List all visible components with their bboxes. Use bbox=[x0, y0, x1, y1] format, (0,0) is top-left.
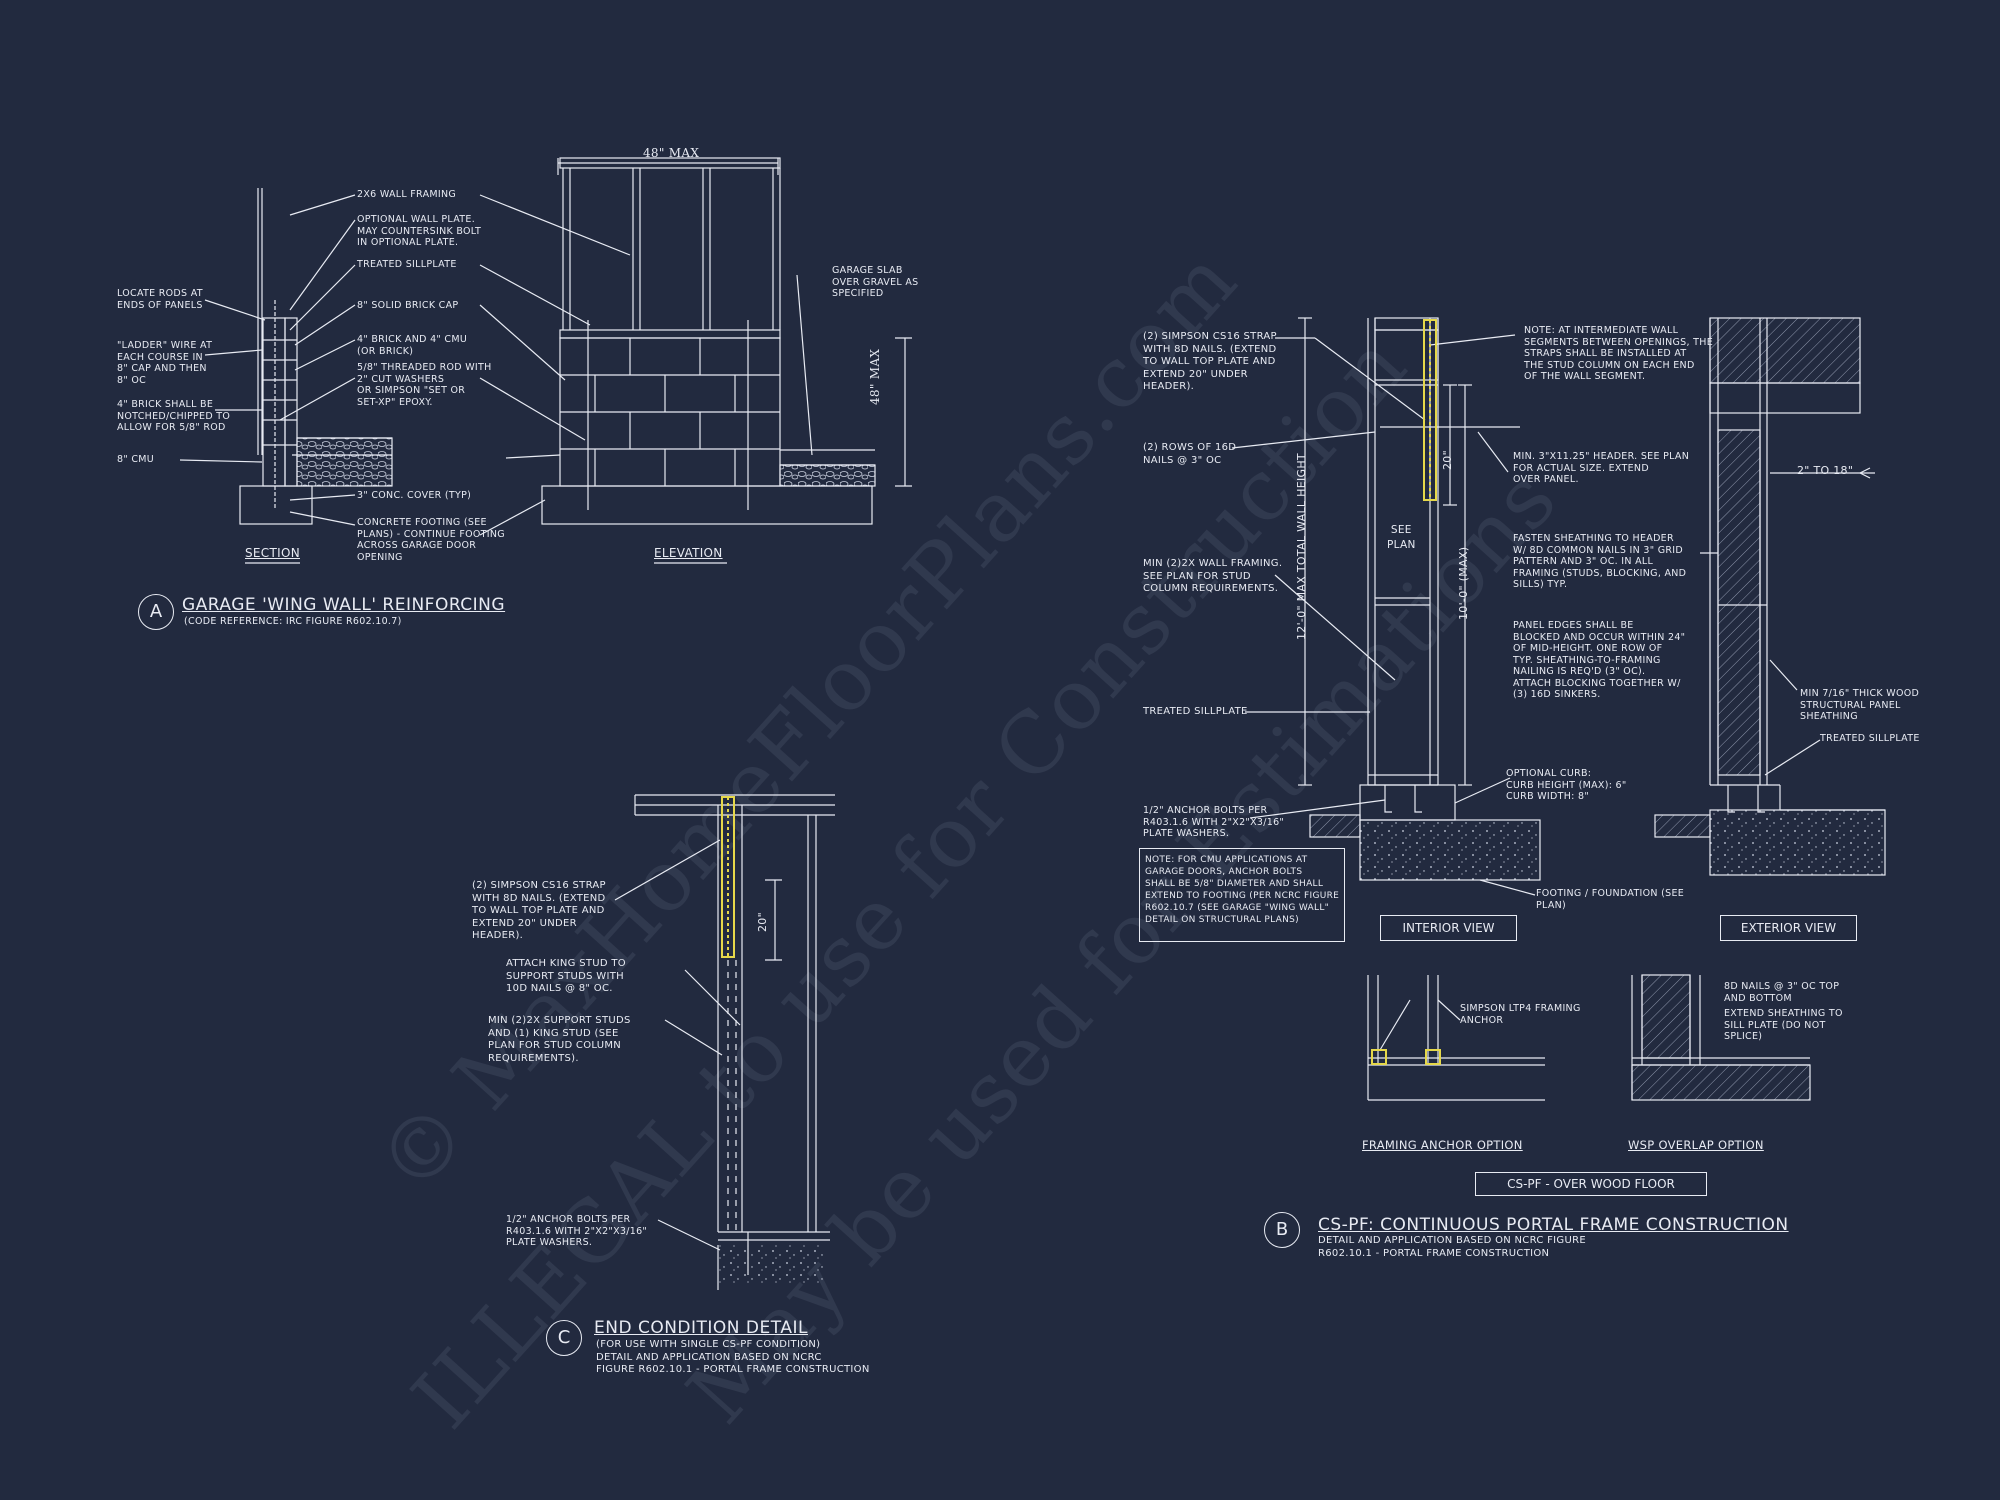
detail-c-subtitle: (FOR USE WITH SINGLE CS-PF CONDITION) DE… bbox=[596, 1339, 870, 1375]
dimension-b-20: 20" bbox=[1441, 450, 1454, 470]
callout-wall-framing: 2x6 WALL FRAMING bbox=[357, 189, 457, 200]
callout-concrete-footing: CONCRETE FOOTING (SEE PLANS) - CONTINUE … bbox=[357, 517, 505, 563]
callout-treated-sillplate-a: TREATED SILLPLATE bbox=[357, 259, 457, 270]
callout-b-fasten-sheathing: FASTEN SHEATHING TO HEADER W/ 8d COMMON … bbox=[1513, 533, 1687, 590]
callout-locate-rods: LOCATE RODS AT ENDS OF PANELS bbox=[117, 288, 203, 311]
detail-a-subtitle: (CODE REFERENCE: IRC FIGURE R602.10.7) bbox=[184, 616, 402, 627]
dimension-b-total-height: 12'-0" MAX TOTAL WALL HEIGHT bbox=[1295, 453, 1308, 640]
dimension-b-10-max: 10'-0" (MAX) bbox=[1457, 546, 1470, 620]
callout-b-cmu-note: NOTE: FOR CMU APPLICATIONS AT GARAGE DOO… bbox=[1145, 855, 1340, 925]
wsp-overlap-option-label: WSP OVERLAP OPTION bbox=[1628, 1138, 1764, 1152]
callout-b-treated-sillplate-ext: TREATED SILLPLATE bbox=[1820, 733, 1920, 744]
callout-b-min-framing: MIN (2)2X WALL FRAMING. SEE PLAN FOR STU… bbox=[1143, 558, 1283, 594]
callout-b-header: MIN. 3"x11.25" HEADER. SEE PLAN FOR ACTU… bbox=[1513, 451, 1690, 485]
callout-b-8d-nails: 8d NAILS @ 3" OC TOP AND BOTTOM bbox=[1724, 981, 1840, 1004]
detail-b-title: CS-PF: CONTINUOUS PORTAL FRAME CONSTRUCT… bbox=[1318, 1215, 1789, 1235]
over-wood-floor-label: CS-PF - OVER WOOD FLOOR bbox=[1475, 1172, 1707, 1196]
callout-threaded-rod: 5/8" THREADED ROD WITH 2" CUT WASHERS OR… bbox=[357, 362, 492, 408]
callout-brick-cap: 8" SOLID BRICK CAP bbox=[357, 300, 459, 311]
callout-brick-notched: 4" BRICK SHALL BE NOTCHED/CHIPPED TO ALL… bbox=[117, 399, 231, 433]
callout-b-extend-sheathing: EXTEND SHEATHING TO SILL PLATE (DO NOT S… bbox=[1724, 1008, 1843, 1042]
callout-b-rows-nails: (2) ROWS OF 16d NAILS @ 3" OC bbox=[1143, 442, 1237, 466]
callout-b-optional-curb: OPTIONAL CURB: CURB HEIGHT (MAX): 6" CUR… bbox=[1506, 768, 1627, 802]
callout-brick-cmu: 4" BRICK AND 4" CMU (OR BRICK) bbox=[357, 334, 468, 357]
elevation-label: ELEVATION bbox=[654, 546, 723, 560]
dimension-c-20: 20" bbox=[756, 912, 769, 932]
exterior-view-label: EXTERIOR VIEW bbox=[1720, 915, 1857, 941]
callout-optional-wall-plate: OPTIONAL WALL PLATE. MAY COUNTERSINK BOL… bbox=[357, 214, 482, 248]
detail-c-marker: C bbox=[546, 1320, 582, 1356]
detail-b-marker: B bbox=[1264, 1212, 1300, 1248]
callout-b-intermediate-note: NOTE: AT INTERMEDIATE WALL SEGMENTS BETW… bbox=[1524, 325, 1714, 382]
dimension-b-2-to-18: 2" TO 18" bbox=[1797, 464, 1854, 477]
callout-b-footing: FOOTING / FOUNDATION (SEE PLAN) bbox=[1536, 888, 1685, 911]
callout-b-ltp4-anchor: SIMPSON LTP4 FRAMING ANCHOR bbox=[1460, 1003, 1581, 1026]
callout-cmu: 8" CMU bbox=[117, 454, 155, 465]
detail-c-title: END CONDITION DETAIL bbox=[594, 1318, 808, 1338]
callout-c-strap: (2) SIMPSON CS16 STRAP WITH 8d NAILS. (E… bbox=[472, 880, 606, 941]
detail-a-marker: A bbox=[138, 594, 174, 630]
framing-anchor-option-label: FRAMING ANCHOR OPTION bbox=[1362, 1138, 1523, 1152]
interior-view-label: INTERIOR VIEW bbox=[1380, 915, 1517, 941]
callout-garage-slab: GARAGE SLAB OVER GRAVEL AS SPECIFIED bbox=[832, 265, 919, 299]
dimension-48-max-side: 48" MAX bbox=[868, 348, 882, 405]
callout-b-anchor-bolts: 1/2" ANCHOR BOLTS PER R403.1.6 WITH 2"x2… bbox=[1143, 805, 1285, 839]
detail-b-subtitle: DETAIL AND APPLICATION BASED ON NCRC FIG… bbox=[1318, 1235, 1586, 1259]
callout-c-king-stud: ATTACH KING STUD TO SUPPORT STUDS WITH 1… bbox=[506, 958, 626, 994]
callout-c-support-studs: MIN (2)2X SUPPORT STUDS AND (1) KING STU… bbox=[488, 1015, 631, 1064]
callout-b-sheathing: MIN 7/16" THICK WOOD STRUCTURAL PANEL SH… bbox=[1800, 688, 1920, 722]
callout-ladder-wire: "LADDER" WIRE AT EACH COURSE IN 8" CAP A… bbox=[117, 340, 213, 386]
callout-concrete-cover: 3" CONC. COVER (TYP) bbox=[357, 490, 472, 501]
detail-a-title: GARAGE 'WING WALL' REINFORCING bbox=[182, 595, 506, 615]
section-label: SECTION bbox=[245, 546, 300, 560]
dimension-48-max-top: 48" MAX bbox=[643, 146, 700, 160]
callout-b-panel-edges: PANEL EDGES SHALL BE BLOCKED AND OCCUR W… bbox=[1513, 620, 1686, 700]
callout-b-treated-sillplate: TREATED SILLPLATE bbox=[1143, 706, 1248, 717]
see-plan-label: SEE PLAN bbox=[1387, 524, 1416, 551]
callout-b-strap: (2) SIMPSON CS16 STRAP WITH 8d NAILS. (E… bbox=[1143, 331, 1277, 392]
callout-c-anchor-bolts: 1/2" ANCHOR BOLTS PER R403.1.6 WITH 2"x2… bbox=[506, 1214, 648, 1248]
note-cmu-box: NOTE: FOR CMU APPLICATIONS AT GARAGE DOO… bbox=[1139, 848, 1345, 942]
